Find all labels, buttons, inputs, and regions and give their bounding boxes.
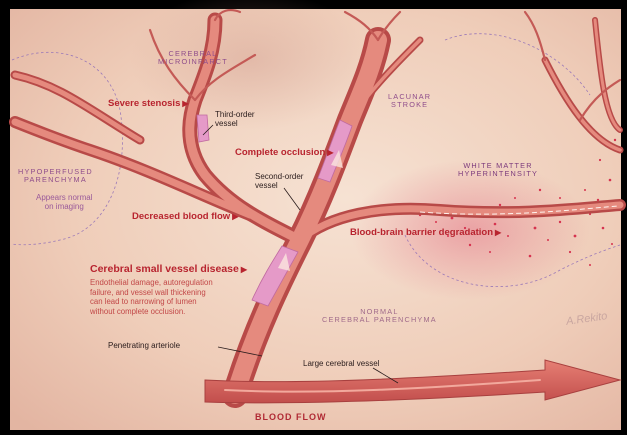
blood-flow-label: BLOOD FLOW — [255, 412, 327, 422]
white-matter-hyperintensity-label: WHITE MATTER HYPERINTENSITY — [458, 162, 538, 179]
third-order-line-1: Third-order — [215, 110, 255, 119]
complete-occlusion-text: Complete occlusion — [235, 147, 325, 158]
decreased-blood-flow-label: Decreased blood flow▶ — [132, 212, 238, 223]
pointer-triangle-icon: ▶ — [182, 99, 188, 108]
lacunar-stroke-line-2: STROKE — [388, 101, 431, 109]
third-order-line-2: vessel — [215, 119, 255, 128]
svd-title-text: Cerebral small vessel disease — [90, 263, 239, 275]
complete-occlusion-label: Complete occlusion▶ — [235, 148, 333, 159]
appears-normal-line-2: on imaging — [36, 202, 92, 211]
svd-desc-line-2: failure, and vessel wall thickening — [90, 288, 213, 298]
svd-desc-line-3: can lead to narrowing of lumen — [90, 297, 213, 307]
svd-desc-line-1: Endothelial damage, autoregulation — [90, 278, 213, 288]
cerebral-microinfarct-line-2: MICROINFARCT — [158, 58, 228, 66]
appears-normal-note: Appears normal on imaging — [36, 193, 92, 211]
white-matter-line-2: HYPERINTENSITY — [458, 170, 538, 178]
severe-stenosis-text: Severe stenosis — [108, 98, 180, 109]
lacunar-stroke-label: LACUNAR STROKE — [388, 93, 431, 110]
svd-desc-line-4: without complete occlusion. — [90, 307, 213, 317]
hypoperfused-line-2: PARENCHYMA — [18, 176, 93, 184]
svd-description: Endothelial damage, autoregulation failu… — [90, 278, 213, 317]
bbb-degradation-label: Blood-brain barrier degradation▶ — [350, 228, 501, 239]
pointer-triangle-icon: ▶ — [327, 148, 333, 157]
third-order-vessel-label: Third-order vessel — [215, 110, 255, 128]
normal-parenchyma-label: NORMAL CEREBRAL PARENCHYMA — [322, 308, 437, 325]
second-order-vessel-label: Second-order vessel — [255, 172, 303, 190]
large-cerebral-vessel-label: Large cerebral vessel — [303, 359, 379, 368]
hypoperfused-parenchyma-label: HYPOPERFUSED PARENCHYMA — [18, 168, 93, 185]
decreased-flow-text: Decreased blood flow — [132, 211, 230, 222]
severe-stenosis-label: Severe stenosis▶ — [108, 99, 189, 110]
penetrating-arteriole-label: Penetrating arteriole — [108, 341, 180, 350]
pointer-triangle-icon: ▶ — [495, 228, 501, 237]
second-order-line-2: vessel — [255, 181, 303, 190]
pointer-triangle-icon: ▶ — [241, 265, 247, 274]
pointer-triangle-icon: ▶ — [232, 212, 238, 221]
second-order-line-1: Second-order — [255, 172, 303, 181]
cerebral-microinfarct-label: CEREBRAL MICROINFARCT — [158, 50, 228, 67]
appears-normal-line-1: Appears normal — [36, 193, 92, 202]
normal-parenchyma-line-2: CEREBRAL PARENCHYMA — [322, 316, 437, 324]
svd-title: Cerebral small vessel disease▶ — [90, 263, 247, 275]
bbb-degradation-text: Blood-brain barrier degradation — [350, 227, 493, 238]
